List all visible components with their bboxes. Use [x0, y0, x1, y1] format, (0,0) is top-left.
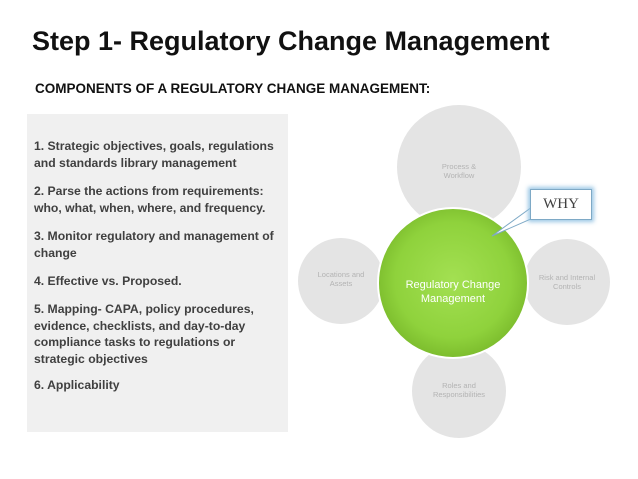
satellite-label-risk-line2: Controls	[553, 282, 581, 291]
component-item-4: 4. Effective vs. Proposed.	[34, 274, 182, 288]
component-item-3: 3. Monitor regulatory and management of …	[34, 229, 274, 260]
component-item-6: 6. Applicability	[34, 378, 120, 392]
satellite-label-process-workflow-line2: Workflow	[444, 171, 475, 180]
center-circle	[377, 207, 529, 359]
center-label-line1: Regulatory Change	[406, 279, 501, 291]
component-item-5: 5. Mapping- CAPA, policy procedures, evi…	[34, 302, 254, 366]
satellite-label-roles-line1: Roles and	[442, 381, 476, 390]
components-panel: 1. Strategic objectives, goals, regulati…	[27, 114, 288, 432]
why-callout: WHY	[530, 189, 592, 220]
component-item-2: 2. Parse the actions from requirements: …	[34, 184, 266, 215]
satellite-label-locations-line1: Locations and	[318, 270, 365, 279]
slide-title: Step 1- Regulatory Change Management	[32, 26, 550, 56]
satellite-circle-roles-responsibilities	[412, 344, 506, 438]
satellite-label-roles-line2: Responsibilities	[433, 390, 485, 399]
section-heading: COMPONENTS OF A REGULATORY CHANGE MANAGE…	[35, 81, 431, 96]
satellite-label-locations-line2: Assets	[330, 279, 353, 288]
satellite-label-risk-line1: Risk and Internal	[539, 273, 596, 282]
satellite-label-process-workflow-line1: Process &	[442, 162, 476, 171]
center-label-line2: Management	[421, 293, 485, 305]
satellite-circle-risk-controls	[524, 239, 610, 325]
satellite-circle-process-workflow	[397, 105, 521, 229]
satellite-circle-locations-assets	[298, 238, 384, 324]
component-item-1: 1. Strategic objectives, goals, regulati…	[34, 139, 274, 170]
